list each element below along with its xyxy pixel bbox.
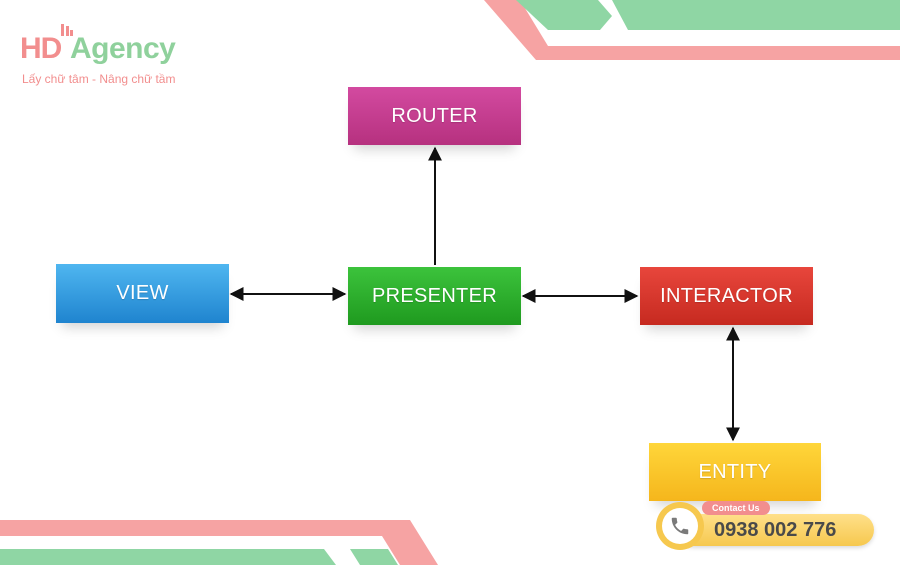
bottom-left-green-band-2 xyxy=(350,549,398,565)
contact-icon-ring[interactable] xyxy=(656,502,704,550)
node-entity-label: ENTITY xyxy=(698,460,772,483)
logo-brand-agency: Agency xyxy=(70,32,176,65)
contact-phone-number[interactable]: 0938 002 776 xyxy=(714,519,837,541)
logo-tagline: Lấy chữ tâm - Nâng chữ tầm xyxy=(22,72,176,86)
phone-icon xyxy=(671,517,689,535)
node-view: VIEW xyxy=(56,264,229,323)
contact-pill xyxy=(678,514,874,546)
logo-brand-hd: HD xyxy=(20,32,62,65)
top-right-pink-band xyxy=(484,0,900,60)
bottom-left-pink-band xyxy=(0,520,438,565)
node-presenter: PRESENTER xyxy=(348,267,521,325)
contact-icon-circle xyxy=(662,508,698,544)
node-interactor-label: INTERACTOR xyxy=(660,284,793,307)
node-entity: ENTITY xyxy=(649,443,821,501)
top-right-green-band xyxy=(516,0,612,30)
contact-badge[interactable]: Contact Us 0938 002 776 xyxy=(656,500,878,552)
node-view-label: VIEW xyxy=(116,282,169,304)
node-router-label: ROUTER xyxy=(391,104,478,127)
logo-mark-icon xyxy=(61,24,73,36)
top-right-green-band-2 xyxy=(612,0,900,30)
node-interactor: INTERACTOR xyxy=(640,267,813,325)
contact-tag: Contact Us xyxy=(702,501,770,515)
bottom-left-green-band xyxy=(0,549,336,565)
node-presenter-label: PRESENTER xyxy=(372,284,497,307)
logo: HD Agency Lấy chữ tâm - Nâng chữ tầm xyxy=(20,22,200,92)
node-router: ROUTER xyxy=(348,87,521,145)
